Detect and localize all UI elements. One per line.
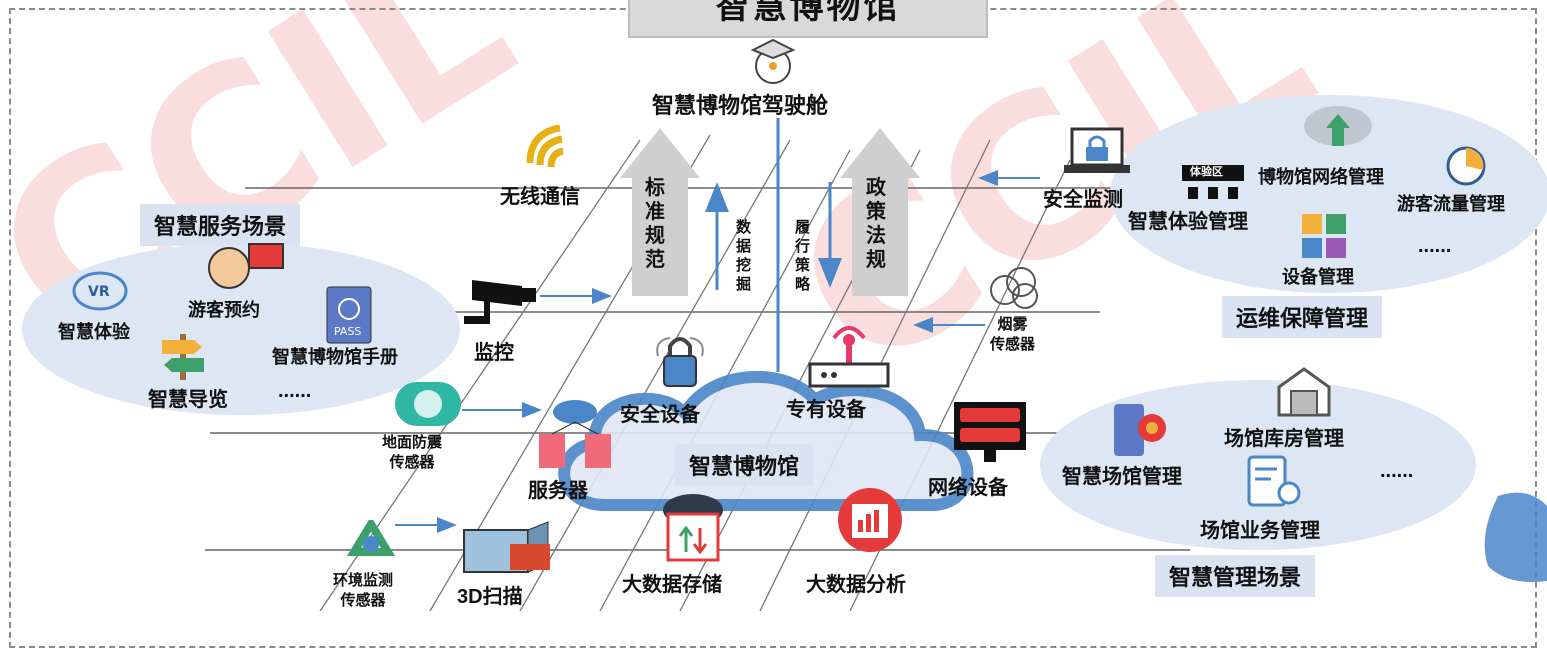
service-item-reservation: 游客预约 — [188, 300, 260, 320]
ops-tag: 运维保障管理 — [1222, 296, 1383, 338]
storage-icon — [658, 492, 728, 566]
service-scene-tag: 智慧服务场景 — [140, 204, 301, 246]
pie-chart-icon — [1440, 146, 1492, 186]
graduation-cap-icon — [745, 36, 801, 86]
experience-zone-icon — [1180, 163, 1246, 203]
service-item-more: ...... — [278, 380, 312, 402]
person-chat-icon — [205, 240, 285, 292]
smart-phone-icon — [1108, 402, 1178, 458]
wireless-label: 无线通信 — [500, 186, 580, 208]
laptop-lock-icon — [1062, 125, 1132, 181]
mgmt-scene-tag: 智慧管理场景 — [1155, 555, 1316, 597]
quake-sensor-icon — [393, 380, 463, 428]
ops-device-label: 设备管理 — [1282, 267, 1354, 287]
cockpit-label: 智慧博物馆驾驶舱 — [652, 93, 829, 118]
corner-decoration-icon — [1478, 486, 1547, 586]
monitor-label: 监控 — [474, 342, 514, 364]
quake-sensor-label: 地面防震传感器 — [382, 434, 443, 471]
env-sensor-label: 环境监测传感器 — [333, 572, 394, 609]
scanner-3d-icon — [460, 518, 555, 578]
signpost-icon — [158, 330, 208, 380]
page-title: 智慧博物馆 — [715, 0, 901, 26]
vr-text: VR — [88, 284, 110, 300]
smoke-icon — [985, 262, 1045, 314]
ops-more: ...... — [1418, 235, 1452, 257]
router-icon — [804, 318, 894, 390]
storage-label: 大数据存储 — [622, 574, 722, 596]
mgmt-warehouse-label: 场馆库房管理 — [1224, 428, 1344, 450]
service-item-experience: 智慧体验 — [58, 322, 130, 342]
policy-label: 政策法规 — [866, 177, 886, 271]
vr-icon: VR — [70, 268, 130, 314]
ops-flow-label: 游客流量管理 — [1397, 194, 1505, 214]
special-device-label: 专有设备 — [786, 399, 866, 421]
mgmt-more: ...... — [1380, 460, 1414, 482]
ops-network-label: 博物馆网络管理 — [1258, 167, 1384, 187]
scan3d-label: 3D扫描 — [457, 586, 523, 608]
server-label: 服务器 — [528, 480, 588, 502]
recycle-icon — [342, 516, 400, 572]
lock-icon — [650, 330, 710, 392]
experience-badge: 体验区 — [1190, 166, 1223, 178]
service-item-handbook: 智慧博物馆手册 — [272, 347, 398, 367]
ops-security-label: 安全监测 — [1043, 189, 1123, 211]
network-device-label: 网络设备 — [928, 477, 1008, 499]
security-device-label: 安全设备 — [620, 404, 700, 426]
cloud-center-tag: 智慧博物馆 — [675, 444, 814, 486]
mgmt-venue-label: 智慧场馆管理 — [1062, 466, 1182, 488]
warehouse-icon — [1275, 365, 1333, 419]
cctv-camera-icon — [462, 270, 540, 336]
doc-gear-icon — [1245, 455, 1305, 511]
strategy-label: 履行策略 — [795, 219, 811, 293]
data-mining-label: 数据挖掘 — [736, 219, 752, 293]
network-device-icon — [950, 400, 1030, 470]
smoke-sensor-label: 烟雾传感器 — [990, 316, 1036, 353]
passport-icon: PASS — [325, 285, 373, 345]
analysis-label: 大数据分析 — [806, 574, 906, 596]
cubes-icon — [1298, 210, 1350, 262]
standards-label: 标准规范 — [645, 177, 665, 271]
wifi-icon — [525, 123, 585, 173]
title-box: 智慧博物馆 — [628, 0, 988, 38]
ops-experience-label: 智慧体验管理 — [1128, 211, 1248, 233]
pass-text: PASS — [334, 325, 361, 338]
analysis-icon — [836, 486, 904, 554]
server-icon — [535, 398, 615, 474]
mgmt-business-label: 场馆业务管理 — [1200, 520, 1320, 542]
service-item-guide: 智慧导览 — [148, 389, 228, 411]
cloud-network-icon — [1300, 98, 1376, 154]
